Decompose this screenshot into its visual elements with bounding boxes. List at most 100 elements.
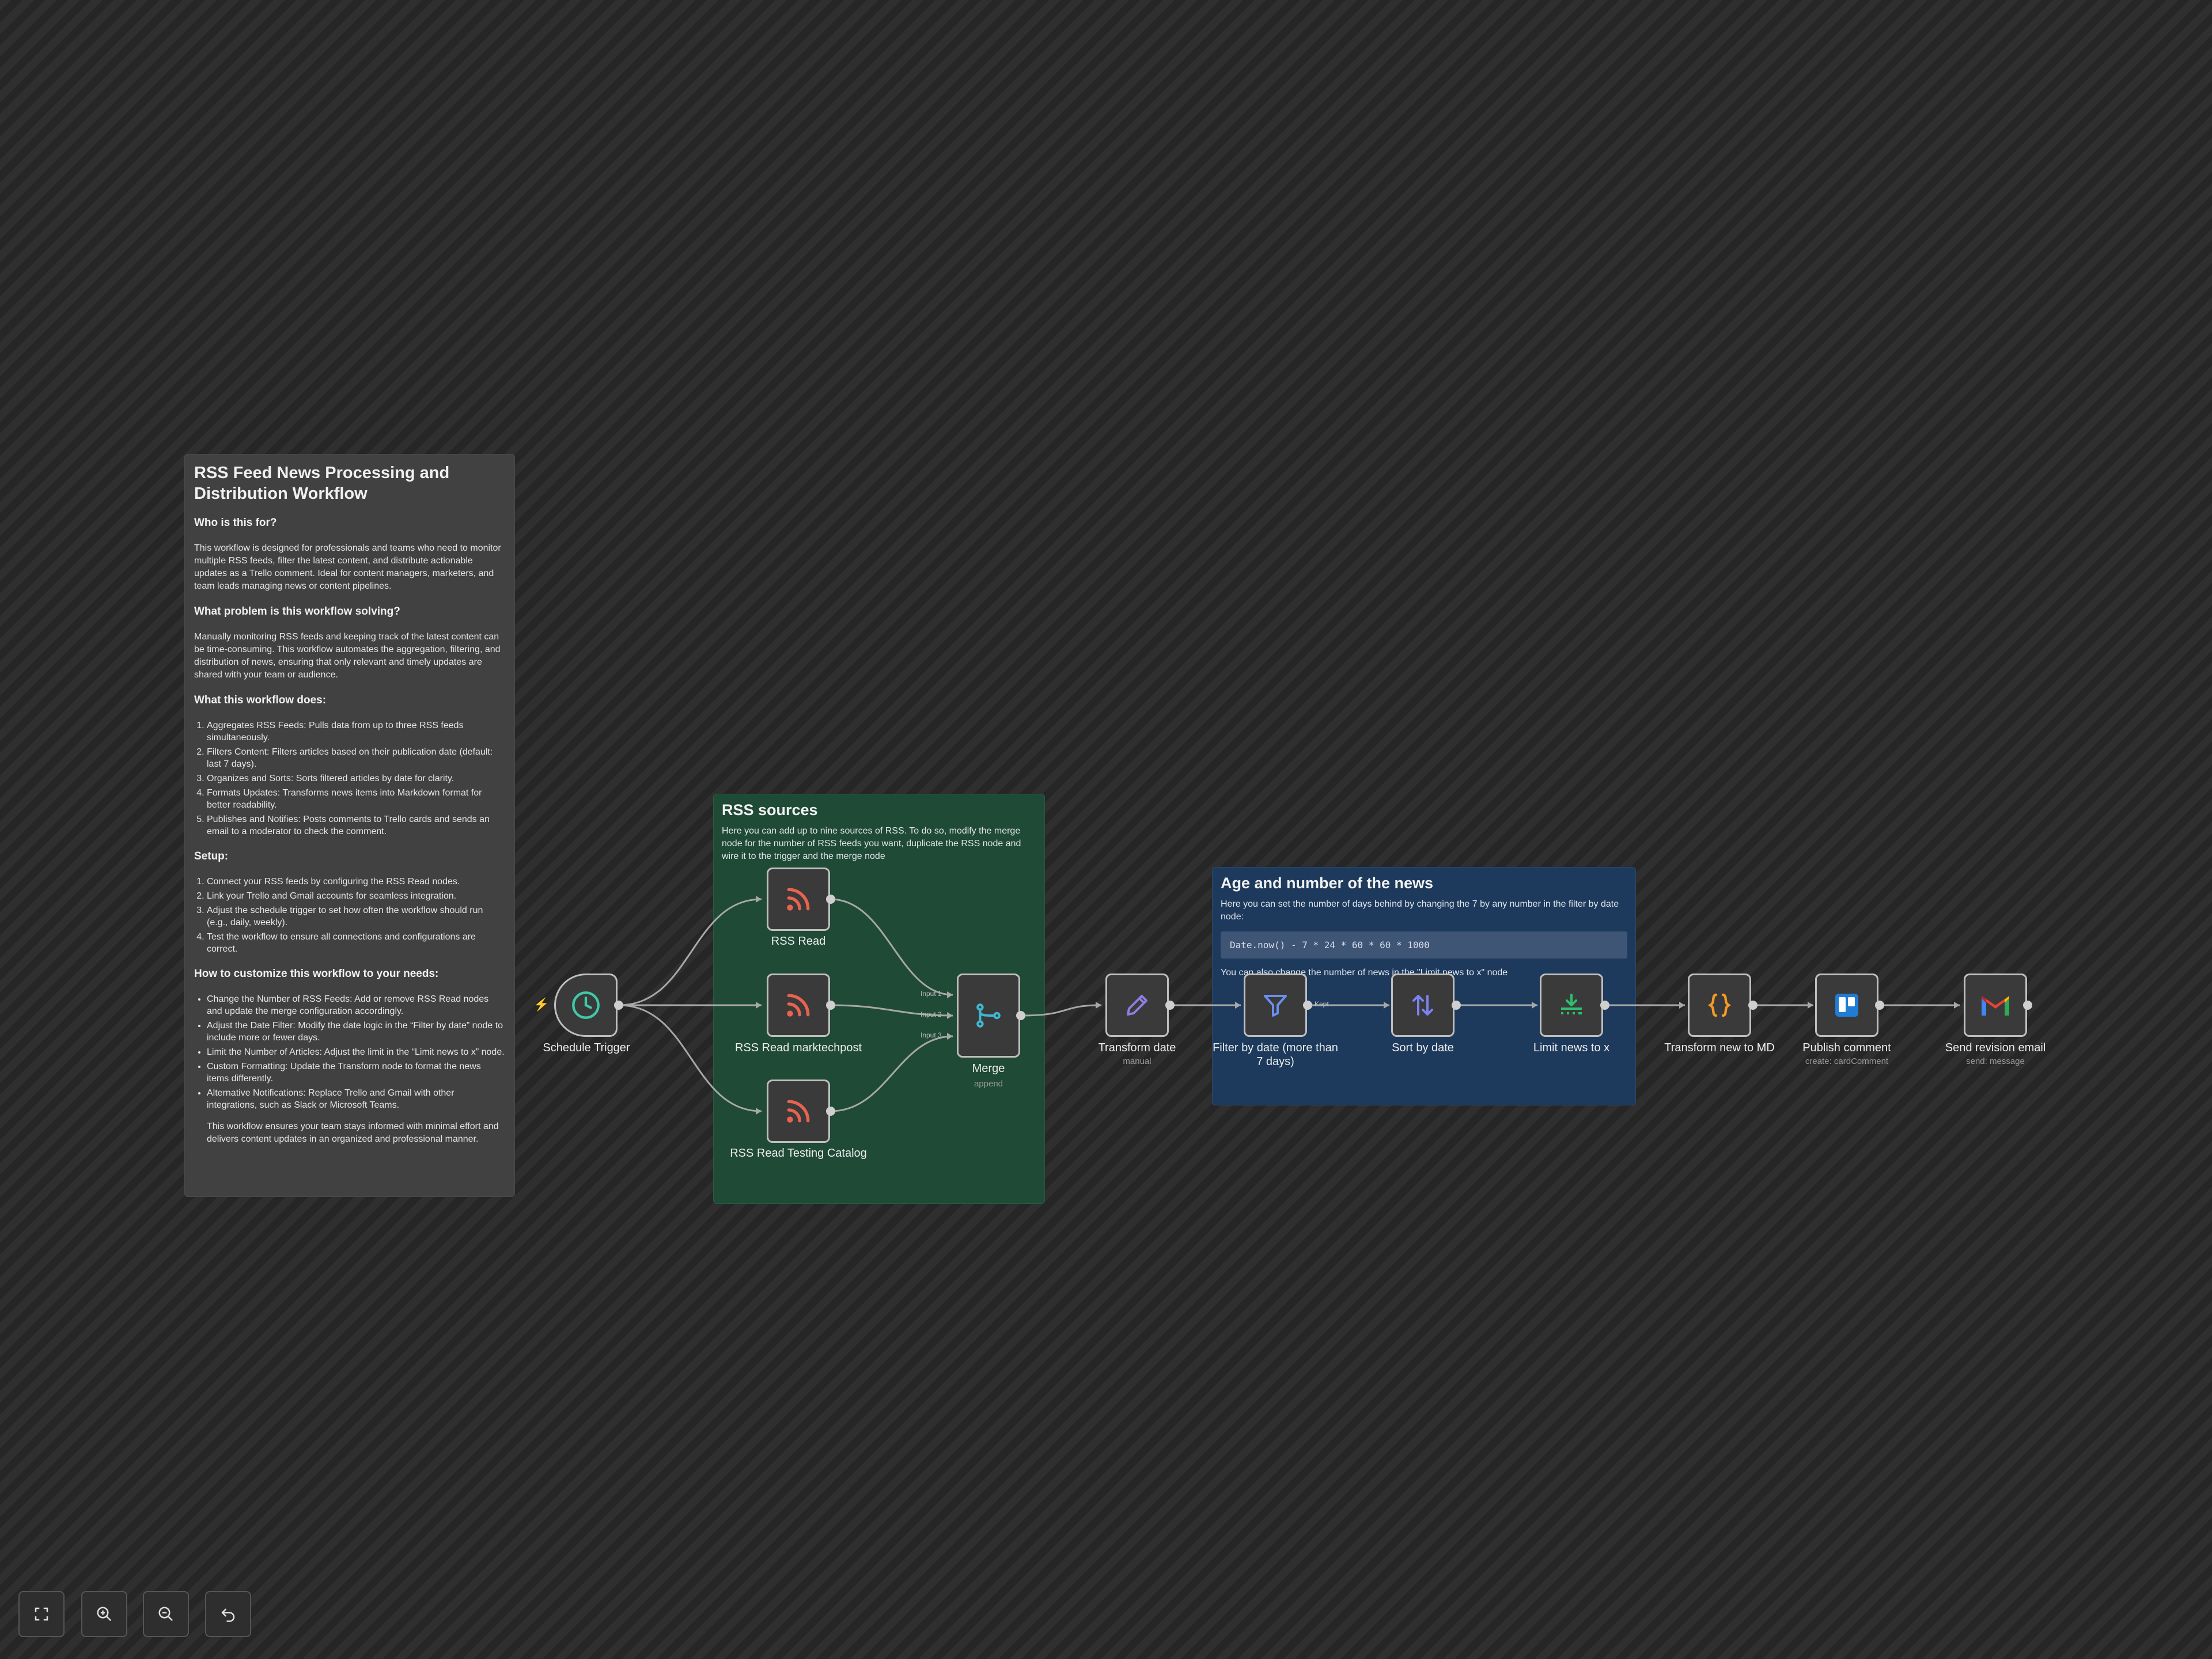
rss-icon bbox=[787, 1100, 810, 1123]
output-handle[interactable] bbox=[614, 1001, 623, 1010]
output-handle[interactable] bbox=[2023, 1001, 2032, 1010]
merge-icon bbox=[976, 1003, 1001, 1028]
undo-icon bbox=[221, 1608, 235, 1622]
customize-item: Custom Formatting: Update the Transform … bbox=[207, 1060, 505, 1085]
arrow-head bbox=[1384, 1002, 1389, 1009]
pencil-icon bbox=[1127, 995, 1147, 1016]
node-label: Transform new to MD bbox=[1664, 1041, 1775, 1054]
rss-group-title: RSS sources bbox=[722, 801, 818, 819]
arrow-head bbox=[947, 1012, 953, 1019]
node-label: Schedule Trigger bbox=[543, 1041, 630, 1054]
age-code-snippet: Date.now() - 7 * 24 * 60 * 60 * 1000 bbox=[1221, 931, 1627, 959]
filter-output-label: Kept bbox=[1315, 1000, 1329, 1008]
arrow-head bbox=[1954, 1002, 1960, 1009]
arrow-head bbox=[947, 991, 953, 998]
edge-rss-read-merge bbox=[830, 898, 953, 996]
arrow-head bbox=[756, 1108, 762, 1115]
problem-heading: What problem is this workflow solving? bbox=[194, 605, 400, 618]
does-item: Organizes and Sorts: Sorts filtered arti… bbox=[207, 772, 505, 785]
arrow-head bbox=[947, 1033, 953, 1040]
fit-view-button[interactable] bbox=[18, 1591, 65, 1637]
gmail-icon bbox=[1982, 996, 2009, 1016]
arrow-head bbox=[756, 1002, 762, 1009]
does-item: Aggregates RSS Feeds: Pulls data from up… bbox=[207, 719, 505, 744]
trigger-bolt-icon: ⚡ bbox=[533, 997, 550, 1012]
rss-icon bbox=[787, 994, 810, 1017]
node-label: RSS Read Testing Catalog bbox=[730, 1147, 867, 1160]
closing-text: This workflow ensures your team stays in… bbox=[207, 1122, 499, 1144]
limit-download-icon bbox=[1561, 994, 1582, 1014]
node-sort-by-date[interactable] bbox=[1391, 974, 1455, 1037]
description-sticky-note[interactable]: RSS Feed News Processing and Distributio… bbox=[184, 454, 515, 1197]
node-subtitle: append bbox=[974, 1079, 1003, 1089]
edge-rss-testing-merge bbox=[830, 1035, 953, 1112]
setup-item: Test the workflow to ensure all connecti… bbox=[207, 931, 505, 955]
node-transform-md[interactable] bbox=[1688, 974, 1751, 1037]
node-transform-date[interactable] bbox=[1105, 974, 1169, 1037]
edge-trigger-rss-testing bbox=[618, 1004, 762, 1112]
zoom-out-icon bbox=[158, 1607, 173, 1622]
zoom-out-button[interactable] bbox=[143, 1591, 189, 1637]
customize-heading: How to customize this workflow to your n… bbox=[194, 968, 439, 980]
setup-item: Link your Trello and Gmail accounts for … bbox=[207, 890, 505, 902]
output-handle[interactable] bbox=[1303, 1001, 1312, 1010]
output-handle[interactable] bbox=[1452, 1001, 1461, 1010]
node-merge[interactable] bbox=[957, 974, 1020, 1058]
rss-group-text: Here you can add up to nine sources of R… bbox=[722, 826, 1021, 861]
arrow-head bbox=[756, 896, 762, 903]
merge-input-label: Input 1 bbox=[921, 990, 942, 998]
age-group-text: Here you can set the number of days behi… bbox=[1221, 899, 1619, 922]
node-rss-read-marktechpost[interactable] bbox=[767, 974, 830, 1037]
output-handle[interactable] bbox=[1875, 1001, 1884, 1010]
node-label: Transform date bbox=[1098, 1041, 1176, 1054]
node-limit-news[interactable] bbox=[1540, 974, 1603, 1037]
setup-item: Adjust the schedule trigger to set how o… bbox=[207, 904, 505, 929]
age-group-title: Age and number of the news bbox=[1221, 874, 1434, 892]
output-handle[interactable] bbox=[1748, 1001, 1758, 1010]
arrow-head bbox=[1096, 1002, 1101, 1009]
edge-rss-marktechpost-merge bbox=[830, 1004, 953, 1017]
output-handle[interactable] bbox=[1600, 1001, 1609, 1010]
filter-icon bbox=[1264, 995, 1287, 1017]
output-handle[interactable] bbox=[826, 1107, 835, 1116]
undo-button[interactable] bbox=[205, 1591, 251, 1637]
merge-input-label: Input 3 bbox=[921, 1031, 942, 1039]
node-rss-read[interactable] bbox=[767, 868, 830, 931]
does-item: Publishes and Notifies: Posts comments t… bbox=[207, 813, 505, 838]
node-label: Sort by date bbox=[1392, 1041, 1454, 1054]
node-filter-by-date[interactable] bbox=[1244, 974, 1307, 1037]
arrow-head bbox=[1235, 1002, 1241, 1009]
customize-item: Adjust the Date Filter: Modify the date … bbox=[207, 1020, 505, 1044]
customize-list: Change the Number of RSS Feeds: Add or r… bbox=[194, 993, 505, 1111]
who-text: This workflow is designed for profession… bbox=[194, 543, 501, 591]
node-label: Merge bbox=[972, 1062, 1005, 1075]
arrow-head bbox=[1808, 1002, 1813, 1009]
note-title: RSS Feed News Processing and Distributio… bbox=[194, 464, 450, 503]
does-item: Formats Updates: Transforms news items i… bbox=[207, 787, 505, 811]
node-label: Filter by date (more than 7 days) bbox=[1213, 1041, 1338, 1068]
sort-arrows-icon bbox=[1412, 995, 1433, 1016]
node-schedule-trigger[interactable] bbox=[554, 974, 618, 1037]
output-handle[interactable] bbox=[826, 1001, 835, 1010]
rss-icon bbox=[787, 888, 810, 911]
who-heading: Who is this for? bbox=[194, 517, 277, 529]
output-handle[interactable] bbox=[1016, 1011, 1025, 1020]
trello-icon bbox=[1835, 994, 1858, 1017]
curly-braces-icon bbox=[1708, 993, 1731, 1017]
does-item: Filters Content: Filters articles based … bbox=[207, 746, 505, 770]
does-heading: What this workflow does: bbox=[194, 694, 327, 706]
edge-trigger-rss-read bbox=[618, 898, 762, 1006]
does-list: Aggregates RSS Feeds: Pulls data from up… bbox=[194, 719, 505, 838]
problem-text: Manually monitoring RSS feeds and keepin… bbox=[194, 632, 501, 680]
fit-view-icon bbox=[35, 1607, 48, 1621]
node-send-revision-email[interactable] bbox=[1964, 974, 2027, 1037]
output-handle[interactable] bbox=[826, 895, 835, 904]
node-publish-comment[interactable] bbox=[1815, 974, 1878, 1037]
zoom-in-button[interactable] bbox=[81, 1591, 127, 1637]
node-rss-read-testing-catalog[interactable] bbox=[767, 1080, 830, 1143]
output-handle[interactable] bbox=[1165, 1001, 1175, 1010]
arrow-head bbox=[1532, 1002, 1537, 1009]
node-label: Limit news to x bbox=[1533, 1041, 1610, 1054]
node-label: RSS Read marktechpost bbox=[734, 1041, 862, 1054]
